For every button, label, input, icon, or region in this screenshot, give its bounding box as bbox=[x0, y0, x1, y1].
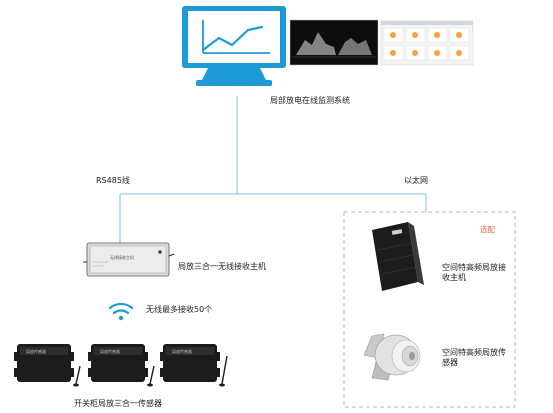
sensor-tag-1: 局放传感器 bbox=[26, 349, 46, 354]
wifi-icon bbox=[108, 302, 134, 321]
ethernet-label: 以太网 bbox=[404, 176, 428, 185]
wireless-host-device bbox=[83, 242, 175, 277]
wireless-capacity-label: 无线最多接收50个 bbox=[146, 305, 213, 314]
screenshot-dashboard-view bbox=[380, 20, 474, 66]
monitor-icon bbox=[182, 6, 286, 86]
sensors-label: 开关柜局放三合一传感器 bbox=[74, 399, 162, 408]
rs485-label: RS485线 bbox=[96, 176, 130, 185]
uhf-host-device bbox=[372, 222, 424, 291]
sensor-tag-3: 局放传感器 bbox=[172, 349, 192, 354]
sensor-device-1 bbox=[14, 344, 81, 387]
system-label: 局部放电在线监测系统 bbox=[270, 96, 350, 105]
uhf-sensor-label: 空间特高频局放传感器 bbox=[442, 348, 506, 367]
wireless-host-device-text: 无线接收主机 bbox=[110, 255, 134, 260]
optional-group-box bbox=[343, 211, 516, 408]
sensor-device-2 bbox=[88, 344, 155, 387]
uhf-host-label: 空间特高频局放接收主机 bbox=[442, 263, 506, 282]
sensor-device-3 bbox=[160, 344, 228, 387]
sensor-tag-2: 局放传感器 bbox=[100, 349, 120, 354]
uhf-sensor-device bbox=[363, 333, 421, 381]
optional-tag: 选配 bbox=[480, 225, 495, 234]
wireless-host-label: 局放三合一无线接收主机 bbox=[178, 262, 266, 271]
screenshot-3d-view bbox=[289, 19, 379, 66]
